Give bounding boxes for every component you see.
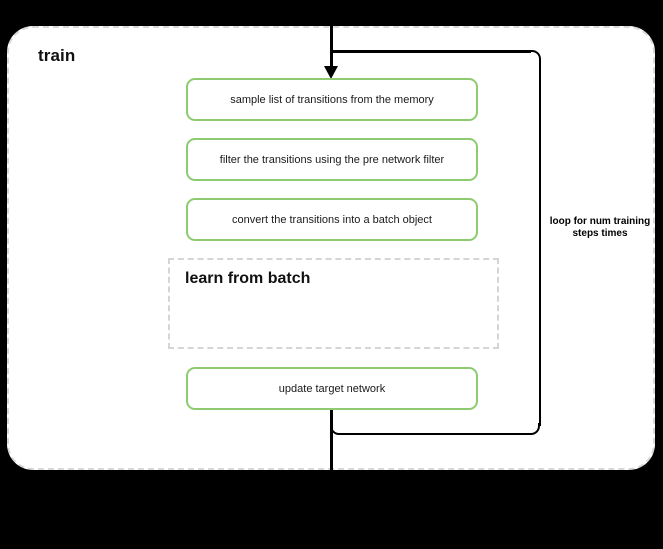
node-convert-transitions[interactable]: convert the transitions into a batch obj… — [186, 198, 478, 241]
node-label: filter the transitions using the pre net… — [219, 153, 445, 166]
train-title: train — [38, 46, 76, 65]
node-label: update target network — [278, 382, 386, 395]
loop-bottom-segment — [341, 432, 529, 435]
node-label: sample list of transitions from the memo… — [230, 93, 434, 106]
incoming-arrow-shaft — [330, 0, 333, 70]
node-label: convert the transitions into a batch obj… — [232, 213, 432, 226]
loop-top-right-corner — [529, 50, 541, 62]
learn-from-batch-group: learn from batch — [168, 258, 499, 349]
node-filter-transitions[interactable]: filter the transitions using the pre net… — [186, 138, 478, 181]
learn-from-batch-label: learn from batch — [185, 270, 311, 287]
loop-label: loop for num training steps times — [549, 216, 651, 239]
loop-bottom-right-corner — [528, 423, 540, 435]
loop-top-segment — [331, 50, 531, 53]
loop-right-segment — [538, 60, 541, 426]
node-update-target-network[interactable]: update target network — [186, 367, 478, 410]
incoming-arrow-head-icon — [324, 66, 338, 79]
outgoing-line-lower — [330, 423, 332, 470]
node-sample-transitions[interactable]: sample list of transitions from the memo… — [186, 78, 478, 121]
